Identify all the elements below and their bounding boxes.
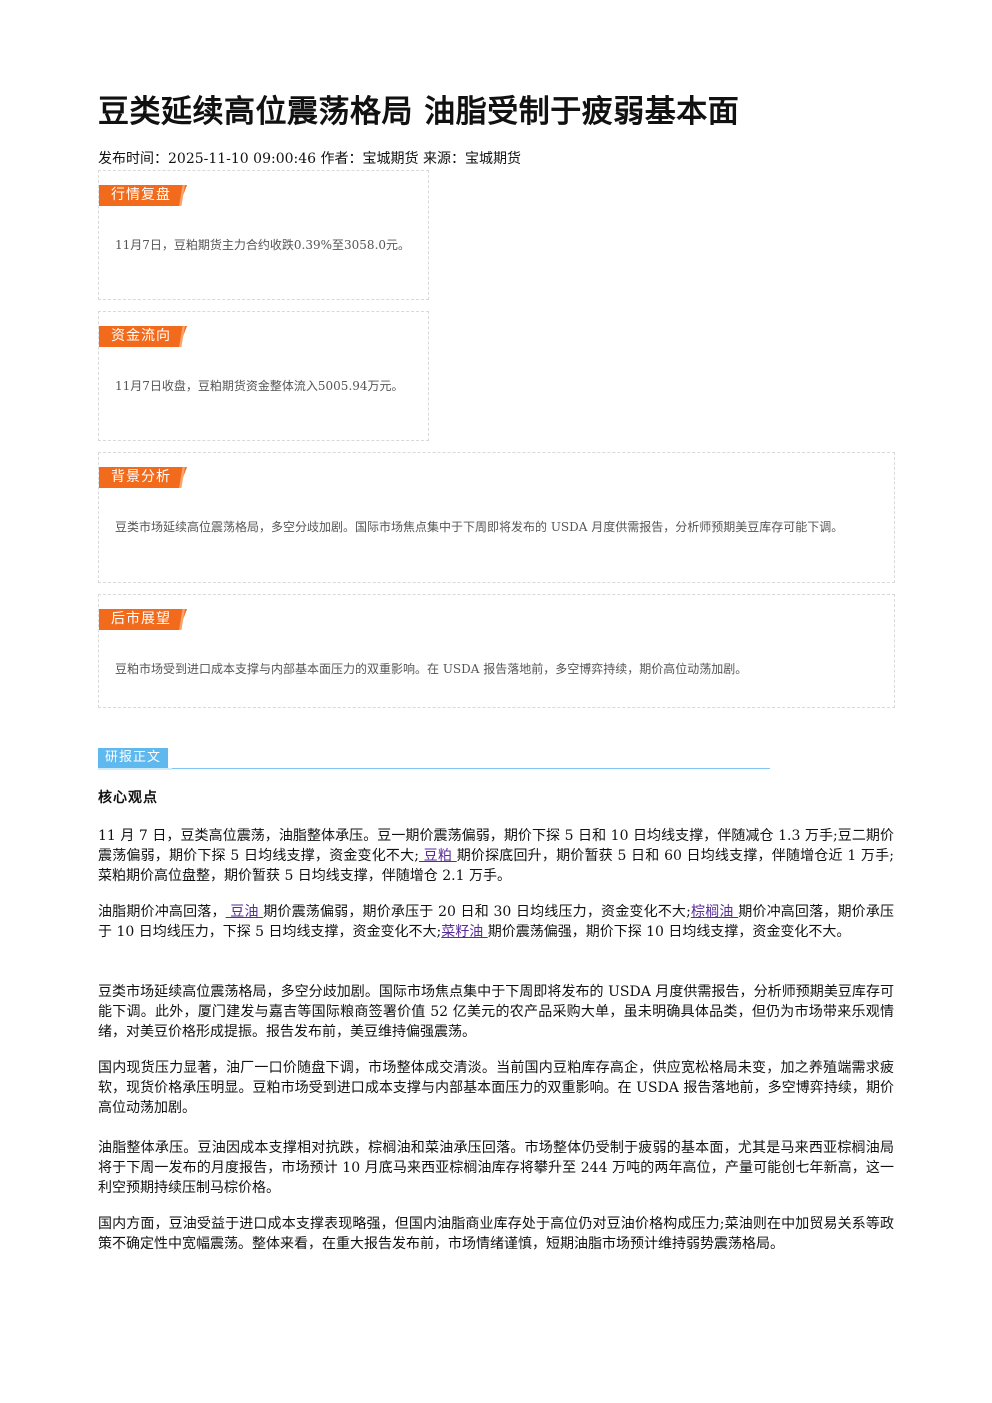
card-outlook: 后市展望 豆粕市场受到进口成本支撑与内部基本面压力的双重影响。在 USDA 报告… bbox=[98, 594, 895, 708]
card-tag: 背景分析 bbox=[99, 467, 187, 488]
paragraph-text: 期价探底回升，期价暂获 5 日和 60 日均线支撑，伴随增仓近 1 万手;菜粕期… bbox=[98, 848, 894, 884]
card-market-review: 行情复盘 11月7日，豆粕期货主力合约收跌0.39%至3058.0元。 bbox=[98, 170, 429, 300]
paragraph-text: 期价冲高回落，期价承压于 10 日均线压力，下探 5 日均线支撑，资金变化不大; bbox=[98, 904, 895, 940]
card-text: 11月7日收盘，豆粕期货资金整体流入5005.94万元。 bbox=[115, 379, 404, 393]
card-capital-flow: 资金流向 11月7日收盘，豆粕期货资金整体流入5005.94万元。 bbox=[98, 311, 429, 441]
report-divider-accent bbox=[98, 768, 172, 770]
tag-stripe-decoration bbox=[179, 609, 185, 630]
card-text: 11月7日，豆粕期货主力合约收跌0.39%至3058.0元。 bbox=[115, 238, 411, 252]
article-title: 豆类延续高位震荡格局 油脂受制于疲弱基本面 bbox=[98, 94, 740, 130]
card-text: 豆粕市场受到进口成本支撑与内部基本面压力的双重影响。在 USDA 报告落地前，多… bbox=[115, 662, 748, 676]
card-text: 豆类市场延续高位震荡格局，多空分歧加剧。国际市场焦点集中于下周即将发布的 USD… bbox=[115, 520, 844, 534]
report-section-header: 研报正文 bbox=[98, 748, 770, 770]
report-paragraph-3: 豆类市场延续高位震荡格局，多空分歧加剧。国际市场焦点集中于下周即将发布的 USD… bbox=[98, 984, 894, 1040]
report-tag: 研报正文 bbox=[98, 748, 169, 768]
card-tag: 资金流向 bbox=[99, 326, 187, 347]
link-soymeal[interactable]: 豆粕 bbox=[419, 848, 457, 864]
report-paragraph-5: 油脂整体承压。豆油因成本支撑相对抗跌，棕榈油和菜油承压回落。市场整体仍受制于疲弱… bbox=[98, 1140, 894, 1196]
link-palm-oil[interactable]: 棕榈油 bbox=[690, 904, 739, 920]
paragraph-text: 11 月 7 日，豆类高位震荡，油脂整体承压。豆一期价震荡偏弱，期价下探 5 日… bbox=[98, 828, 894, 864]
report-paragraph-2: 油脂期价冲高回落， 豆油 期价震荡偏弱，期价承压于 20 日和 30 日均线压力… bbox=[98, 902, 894, 942]
card-tag: 行情复盘 bbox=[99, 185, 187, 206]
tag-stripe-decoration bbox=[179, 467, 185, 488]
tag-stripe-decoration bbox=[179, 185, 185, 206]
paragraph-text: 期价震荡偏强，期价下探 10 日均线支撑，资金变化不大。 bbox=[487, 924, 851, 940]
card-tag: 后市展望 bbox=[99, 609, 187, 630]
link-soybean-oil[interactable]: 豆油 bbox=[225, 904, 264, 920]
article-meta: 发布时间：2025-11-10 09:00:46 作者：宝城期货 来源：宝城期货 bbox=[98, 151, 521, 167]
paragraph-text: 油脂期价冲高回落， bbox=[98, 904, 226, 920]
tag-stripe-decoration bbox=[179, 326, 185, 347]
report-paragraph-4: 国内现货压力显著，油厂一口价随盘下调，市场整体成交清淡。当前国内豆粕库存高企，供… bbox=[98, 1060, 894, 1116]
link-rapeseed-oil[interactable]: 菜籽油 bbox=[441, 924, 488, 940]
paragraph-text: 期价震荡偏弱，期价承压于 20 日和 30 日均线压力，资金变化不大; bbox=[263, 904, 691, 920]
report-paragraph-1: 11 月 7 日，豆类高位震荡，油脂整体承压。豆一期价震荡偏弱，期价下探 5 日… bbox=[98, 826, 894, 886]
core-view-heading: 核心观点 bbox=[98, 790, 158, 806]
report-paragraph-6: 国内方面，豆油受益于进口成本支撑表现略强，但国内油脂商业库存处于高位仍对豆油价格… bbox=[98, 1216, 894, 1252]
report-divider bbox=[98, 768, 770, 769]
card-background-analysis: 背景分析 豆类市场延续高位震荡格局，多空分歧加剧。国际市场焦点集中于下周即将发布… bbox=[98, 452, 895, 583]
